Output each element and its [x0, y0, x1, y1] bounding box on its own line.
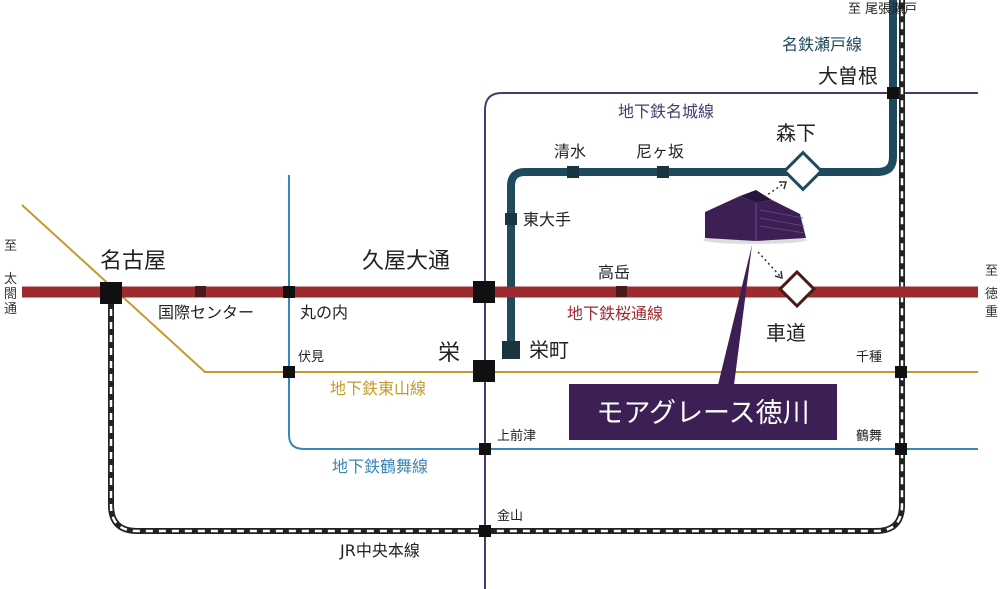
svg-text:至: 至: [4, 239, 17, 254]
meitetsu-line-label: 名鉄瀬戸線: [782, 35, 862, 54]
station-marker-marunouchi: [283, 286, 295, 298]
tsurumai-line: [288, 175, 978, 450]
tsurumai-line-label: 地下鉄鶴舞線: [332, 457, 428, 476]
station-label-chikusa: 千種: [856, 349, 882, 365]
jr-line-dash: [109, 0, 904, 533]
station-marker-takaoka: [616, 286, 627, 297]
station-label-ozone: 大曽根: [818, 64, 878, 88]
station-label-tsurumai: 鶴舞: [856, 428, 882, 444]
meijo-line-label: 地下鉄名城線: [618, 102, 714, 121]
svg-text:太: 太: [4, 272, 17, 287]
higashiyama-line: [21, 204, 978, 373]
station-label-kanayama: 金山: [497, 508, 523, 524]
arrow-to-morishita-head: [779, 181, 787, 190]
svg-text:徳: 徳: [985, 287, 998, 302]
station-label-kamimaezu: 上前津: [497, 428, 536, 444]
station-marker-nagoya: [100, 282, 122, 304]
meitetsu-line: [507, 0, 897, 350]
station-marker-sakae: [473, 360, 495, 382]
svg-text:至: 至: [985, 264, 998, 279]
station-marker-hisaya: [473, 281, 495, 303]
station-marker-kanayama: [479, 525, 491, 537]
station-marker-kokusai: [195, 286, 206, 297]
jr-line-label: JR中央本線: [339, 541, 420, 560]
svg-text:閤: 閤: [4, 287, 17, 302]
station-marker-kurumamichi: [777, 269, 817, 309]
building-icon: [703, 190, 807, 244]
arrow-to-kurumamichi-head: [774, 270, 783, 280]
station-marker-amagasaka: [657, 166, 669, 178]
station-marker-morishita: [782, 150, 824, 192]
sakuradori-line-label: 地下鉄桜通線: [567, 304, 663, 323]
svg-text:通: 通: [4, 302, 17, 317]
arrow-to-kurumamichi: [757, 251, 781, 277]
station-marker-ozone: [887, 87, 899, 99]
station-label-kokusai: 国際センター: [158, 303, 254, 322]
station-label-sakaemachi: 栄町: [529, 338, 569, 362]
station-marker-higashiozone: [505, 213, 517, 225]
station-label-amagasaka: 尼ヶ坂: [636, 142, 684, 161]
property-name: モアグレース徳川: [596, 398, 809, 429]
station-label-takaoka: 高岳: [598, 263, 630, 282]
station-label-shimizu: 清水: [554, 142, 586, 161]
dest-taikodori: 至 太 閤 通: [4, 239, 17, 317]
station-marker-kamimaezu: [479, 443, 491, 455]
station-marker-fushimi: [283, 366, 295, 378]
higashiyama-line-label: 地下鉄東山線: [330, 379, 426, 398]
station-label-nagoya: 名古屋: [100, 249, 166, 274]
station-label-morishita: 森下: [776, 121, 816, 145]
station-label-marunouchi: 丸の内: [300, 303, 348, 322]
station-label-higashiozone: 東大手: [523, 210, 571, 229]
property-label-box: [569, 384, 837, 440]
svg-text:重: 重: [985, 304, 998, 320]
dest-owari-seto: 至 尾張瀬戸: [848, 2, 917, 17]
station-marker-sakaemachi: [502, 341, 520, 359]
station-marker-chikusa: [895, 366, 907, 378]
station-label-sakae: 栄: [438, 341, 460, 366]
station-label-kurumamichi: 車道: [766, 321, 806, 345]
dest-tokushige: 至 徳 重: [985, 264, 998, 320]
station-marker-tsurumai: [895, 443, 907, 455]
property-callout-pointer: [718, 245, 752, 385]
jr-line-base: [108, 0, 905, 534]
station-marker-shimizu: [567, 166, 579, 178]
station-label-hisaya: 久屋大通: [362, 249, 450, 274]
meijo-line: [484, 92, 978, 589]
station-label-fushimi: 伏見: [298, 350, 324, 365]
